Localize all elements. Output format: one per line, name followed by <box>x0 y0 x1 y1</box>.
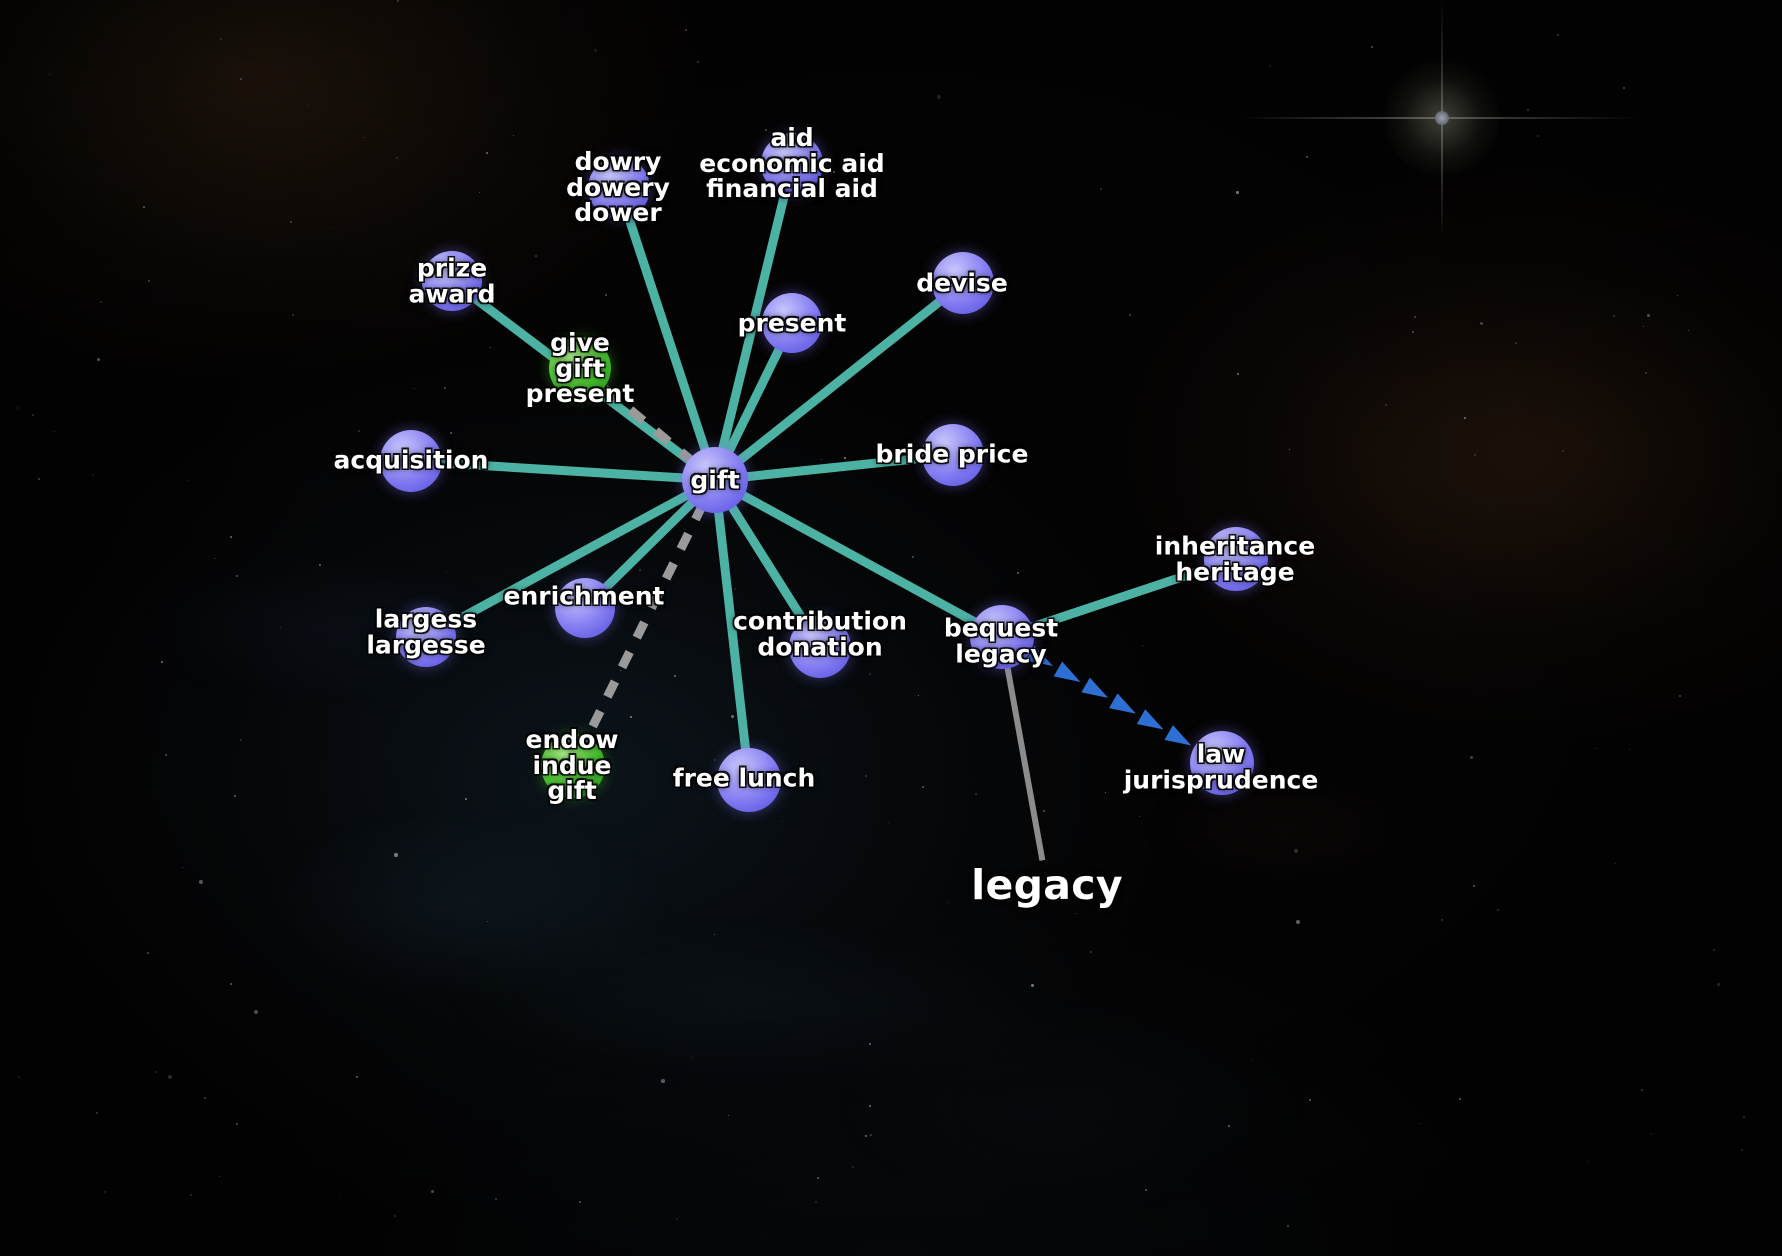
graph-edge-gift-to-aid <box>717 187 791 455</box>
graph-node-gift[interactable] <box>682 447 748 513</box>
graph-node-free_lunch[interactable] <box>717 748 781 812</box>
graph-node-contribution[interactable] <box>789 616 851 678</box>
graph-node-present[interactable] <box>762 293 822 353</box>
graph-node-prize[interactable] <box>422 251 482 311</box>
graph-edge-gift-to-contribution <box>725 500 811 629</box>
graph-edge-gift-to-dowry <box>622 210 711 456</box>
graph-node-bequest[interactable] <box>970 605 1034 669</box>
graph-edge-gift-to-free_lunch <box>713 506 751 755</box>
graph-edge-bequest-to-law <box>1025 645 1192 746</box>
graph-edge-gift-to-acquisition <box>435 458 689 483</box>
graph-node-largess[interactable] <box>396 607 456 667</box>
graph-node-aid[interactable] <box>761 133 823 195</box>
graph-node-law[interactable] <box>1190 731 1254 795</box>
graph-node-bride_price[interactable] <box>922 424 984 486</box>
graph-edge-bequest-to-legacy_label <box>1004 665 1046 861</box>
graph-node-give[interactable] <box>549 337 611 399</box>
graph-edge-gift-to-bride_price <box>741 453 929 482</box>
graph-edge-bequest-to-inheritance <box>1025 562 1213 634</box>
graph-edge-gift-to-devise <box>733 294 947 467</box>
graph-edge-gift-to-enrichment <box>598 495 699 595</box>
graph-node-endow[interactable] <box>541 734 605 798</box>
graph-edge-gift-to-bequest <box>736 489 982 629</box>
graph-node-devise[interactable] <box>932 252 994 314</box>
graph-edge-gift-to-give <box>596 380 698 467</box>
graph-node-inheritance[interactable] <box>1204 527 1268 591</box>
graph-node-acquisition[interactable] <box>380 430 442 492</box>
graph-node-dowry[interactable] <box>588 157 650 219</box>
graph-edge-gift-to-endow <box>580 502 708 745</box>
graph-node-enrichment[interactable] <box>555 578 615 638</box>
graph-edge-gift-to-present <box>722 342 786 458</box>
graph-edge-gift-to-largess <box>444 488 694 630</box>
